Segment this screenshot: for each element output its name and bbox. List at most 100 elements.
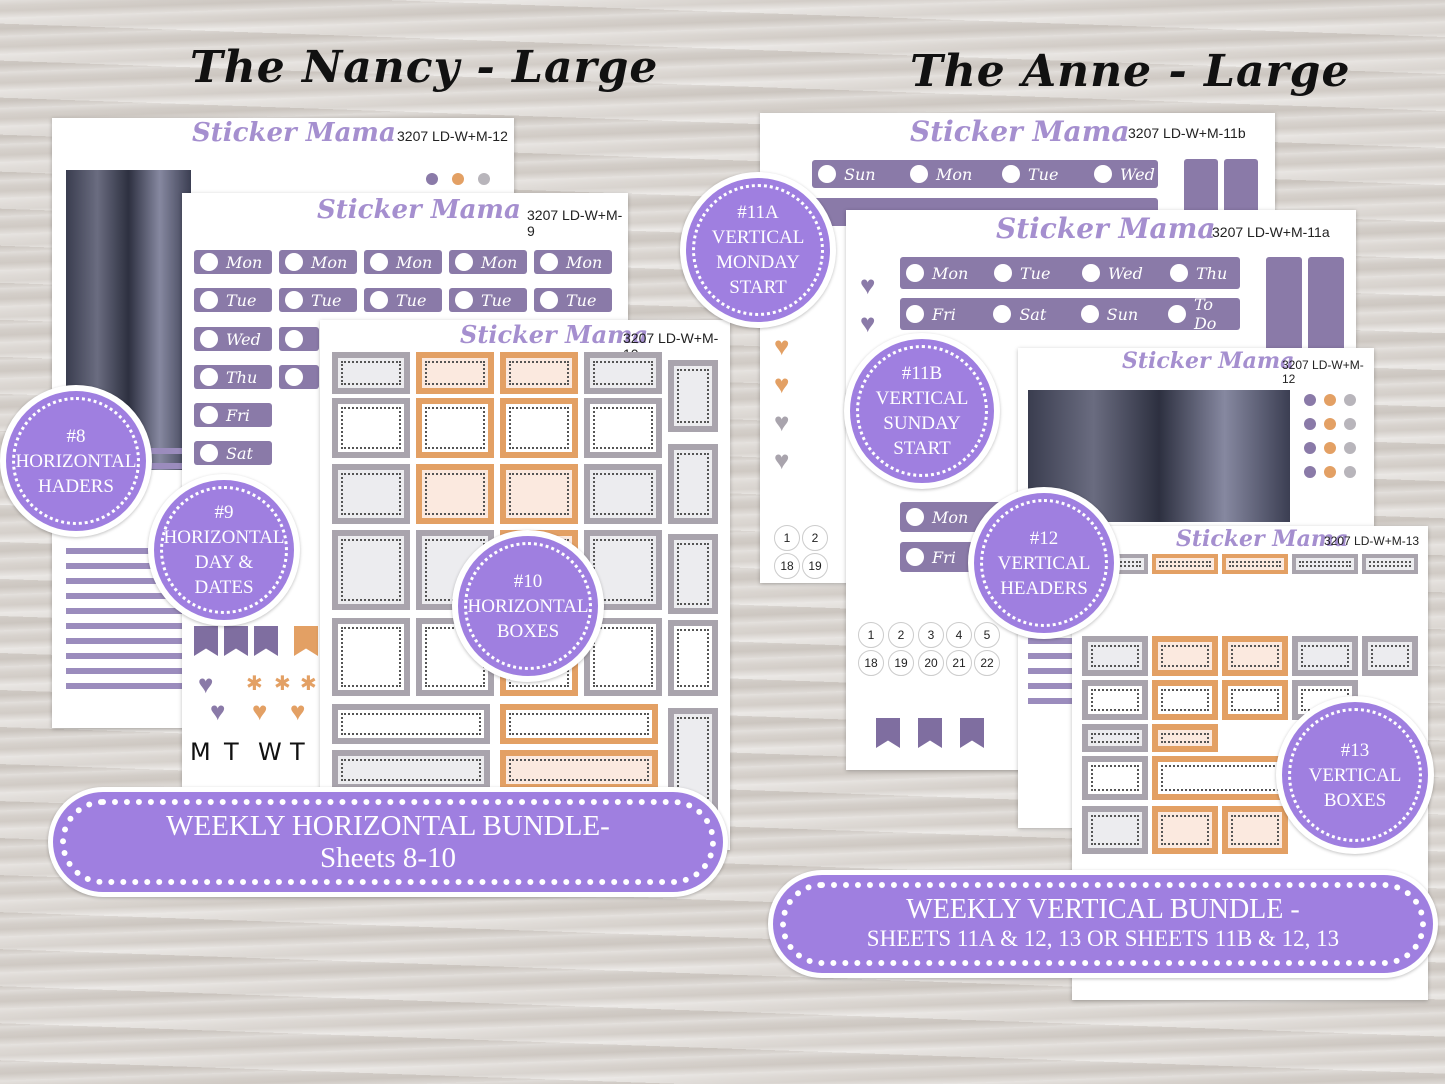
dot-sticker bbox=[1304, 466, 1316, 478]
date-sticker: 22 bbox=[974, 650, 1000, 676]
letter-sticker: W bbox=[258, 738, 282, 766]
planner-box bbox=[584, 398, 662, 458]
planner-box bbox=[1152, 724, 1218, 752]
date-sticker: 18 bbox=[774, 553, 800, 579]
date-sticker: 2 bbox=[888, 622, 914, 648]
dot-sticker bbox=[1344, 442, 1356, 454]
heart-icon: ♥ bbox=[774, 331, 790, 361]
day-pill bbox=[279, 327, 319, 351]
heart-icon: ♥ bbox=[860, 270, 876, 300]
planner-box bbox=[500, 750, 658, 790]
date-sticker: 21 bbox=[946, 650, 972, 676]
planner-box bbox=[1292, 554, 1358, 574]
dot-sticker bbox=[1344, 466, 1356, 478]
planner-box bbox=[500, 464, 578, 524]
day-pill: Wed bbox=[194, 327, 272, 351]
day-pill: Mon bbox=[449, 250, 527, 274]
planner-box bbox=[500, 398, 578, 458]
date-sticker: 4 bbox=[946, 622, 972, 648]
planner-box bbox=[416, 464, 494, 524]
brand-logo: Sticker Mama bbox=[460, 320, 649, 349]
brand-logo: Sticker Mama bbox=[1176, 526, 1349, 552]
heart-icon: ♥ bbox=[774, 445, 790, 475]
planner-box bbox=[1152, 554, 1218, 574]
planner-box bbox=[1222, 680, 1288, 720]
date-sticker: 2 bbox=[802, 525, 828, 551]
washi-stripe bbox=[1028, 638, 1088, 644]
flag-sticker bbox=[294, 626, 318, 656]
heart-icon: ♥ bbox=[774, 369, 790, 399]
banner-line-1: WEEKLY HORIZONTAL BUNDLE- bbox=[166, 810, 610, 842]
dot-sticker bbox=[1304, 394, 1316, 406]
dot-sticker bbox=[1304, 418, 1316, 430]
planner-box bbox=[668, 444, 718, 524]
heart-icon: ♥ bbox=[252, 696, 268, 726]
washi-stripe bbox=[1028, 698, 1088, 704]
planner-box bbox=[668, 534, 718, 614]
planner-box bbox=[416, 398, 494, 458]
day-row: Sun Mon Tue Wed bbox=[812, 160, 1158, 188]
date-sticker: 1 bbox=[858, 622, 884, 648]
dot-sticker bbox=[1324, 394, 1336, 406]
heart-icon: ♥ bbox=[290, 696, 306, 726]
planner-box bbox=[1222, 554, 1288, 574]
dot-sticker bbox=[1344, 418, 1356, 430]
washi-stripe bbox=[66, 623, 191, 629]
planner-box bbox=[332, 530, 410, 610]
brand-logo: Sticker Mama bbox=[192, 118, 396, 148]
planner-box bbox=[332, 704, 490, 744]
dot-sticker bbox=[1344, 394, 1356, 406]
day-pill: Tue bbox=[364, 288, 442, 312]
planner-box bbox=[332, 464, 410, 524]
washi-stripe bbox=[66, 653, 191, 659]
washi-stripe bbox=[66, 563, 191, 569]
washi-stripe bbox=[66, 683, 191, 689]
dot-sticker bbox=[1304, 442, 1316, 454]
day-pill: Mon bbox=[364, 250, 442, 274]
planner-box bbox=[500, 704, 658, 744]
banner-line-2: SHEETS 11A & 12, 13 OR SHEETS 11B & 12, … bbox=[866, 926, 1340, 951]
planner-box bbox=[1082, 680, 1148, 720]
right-title: The Anne - Large bbox=[910, 46, 1351, 97]
planner-box bbox=[332, 750, 490, 790]
date-sticker: 19 bbox=[888, 650, 914, 676]
washi-stripe bbox=[66, 668, 191, 674]
letter-sticker: M bbox=[190, 738, 211, 766]
planner-box bbox=[668, 360, 718, 432]
sheet-code: 3207 LD-W+M-12 bbox=[1282, 358, 1364, 386]
brand-logo: Sticker Mama bbox=[1122, 348, 1295, 374]
brand-logo: Sticker Mama bbox=[910, 115, 1130, 148]
vertical-tab bbox=[1266, 257, 1302, 357]
day-row: Fri Sat Sun To Do bbox=[900, 295, 1240, 333]
heart-icon: ♥ bbox=[860, 308, 876, 338]
planner-box bbox=[1152, 636, 1218, 676]
planner-box bbox=[1152, 680, 1218, 720]
planner-box bbox=[584, 352, 662, 394]
brand-logo: Sticker Mama bbox=[317, 195, 521, 225]
day-pill: Tue bbox=[449, 288, 527, 312]
planner-box bbox=[416, 352, 494, 394]
washi-stripe bbox=[66, 548, 191, 554]
flag-sticker bbox=[254, 626, 278, 656]
letter-sticker: T bbox=[290, 738, 305, 766]
sheet-code: 3207 LD-W+M-9 bbox=[527, 207, 623, 239]
dot-sticker bbox=[478, 173, 490, 185]
heart-icon: ♥ bbox=[198, 669, 214, 699]
banner-line-2: Sheets 8-10 bbox=[319, 842, 457, 874]
planner-box bbox=[1362, 636, 1418, 676]
planner-box bbox=[1362, 554, 1418, 574]
dot-sticker bbox=[1324, 466, 1336, 478]
day-pill: Fri bbox=[194, 403, 272, 427]
planner-box bbox=[1152, 756, 1288, 800]
day-pill: Mon bbox=[194, 250, 272, 274]
flag-sticker bbox=[194, 626, 218, 656]
heart-icon: ♥ bbox=[210, 696, 226, 726]
dot-sticker bbox=[1324, 418, 1336, 430]
dot-sticker bbox=[1324, 442, 1336, 454]
washi-stripe bbox=[1028, 668, 1088, 674]
heart-icon: ♥ bbox=[774, 407, 790, 437]
